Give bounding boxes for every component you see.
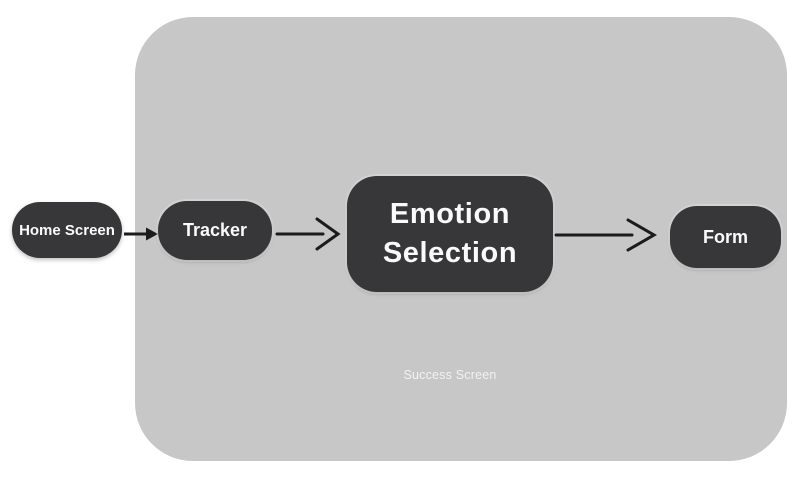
node-home-screen-label: Home Screen <box>19 221 115 239</box>
node-form: Form <box>670 206 781 268</box>
node-tracker-label: Tracker <box>182 220 248 240</box>
node-home-screen: Home Screen <box>12 202 122 258</box>
node-form-label: Form <box>703 226 748 247</box>
node-emotion-selection: Emotion Selection <box>347 176 553 292</box>
node-tracker: Tracker <box>158 201 272 260</box>
node-emotion-selection-label: Emotion Selection <box>382 198 518 269</box>
diagram-caption: Success Screen <box>403 368 497 382</box>
